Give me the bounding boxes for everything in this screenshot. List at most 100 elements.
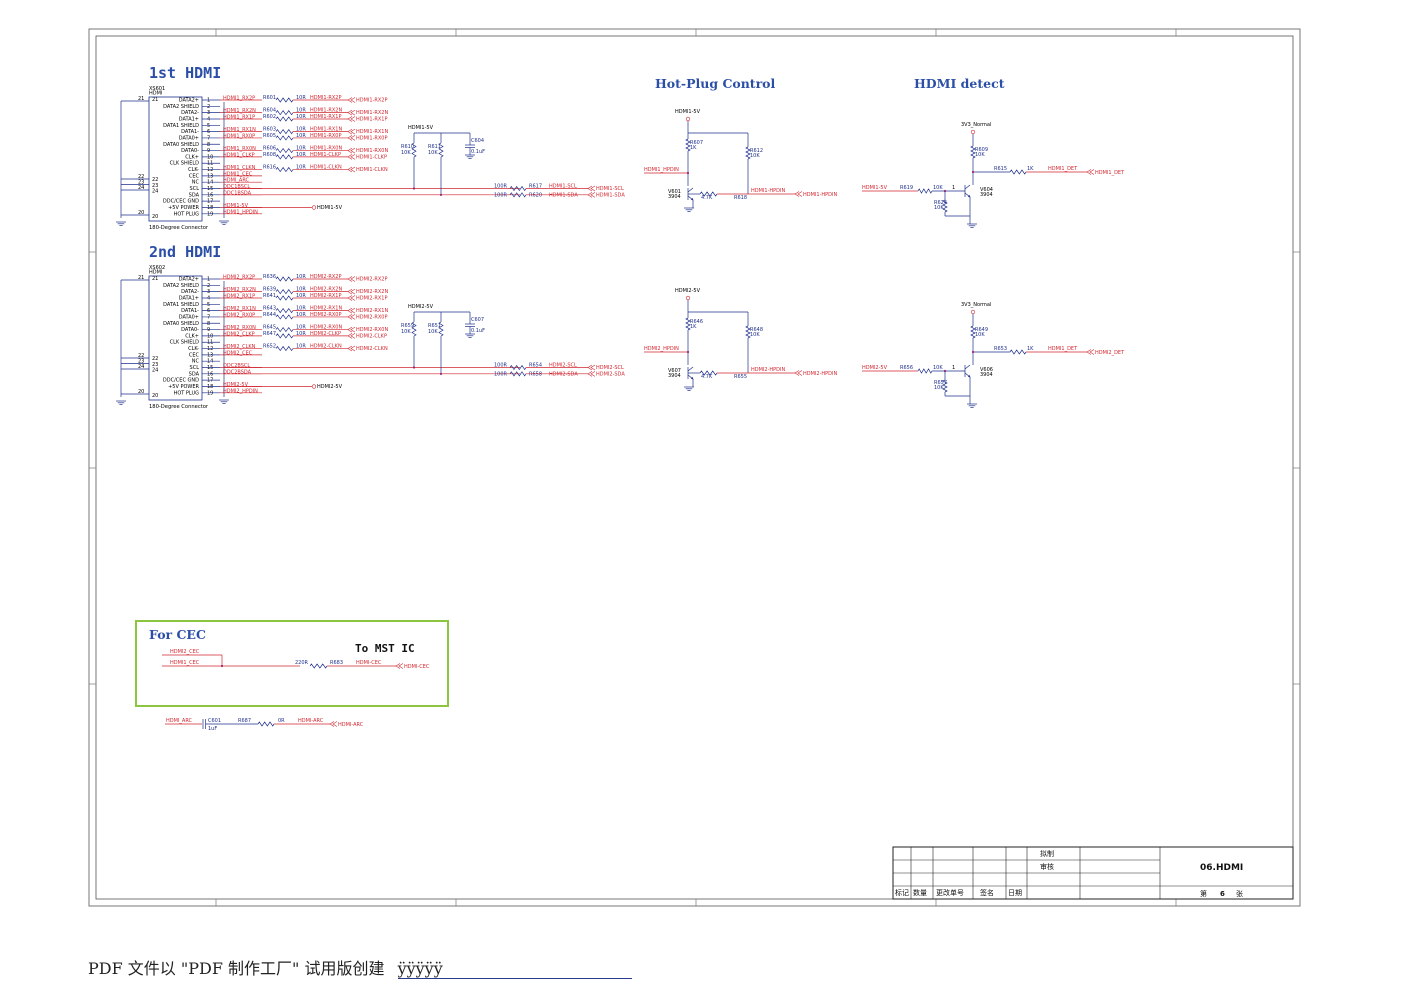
series-res-ref: R608 [263, 152, 276, 158]
series-resistor [275, 314, 294, 320]
pin-name: CLK+ [185, 333, 199, 339]
pin-20-outer: 20 [138, 389, 144, 395]
pin-net: HDMI1_RX1P [223, 114, 255, 120]
series-net-out: HDMI2-CLKP [356, 333, 387, 339]
pin-number: 9 [207, 327, 210, 333]
connector-caption: 180-Degree Connector [149, 225, 209, 231]
pin-name: +5V POWER [168, 205, 199, 211]
pwr-label: HDMI1-5V [317, 205, 343, 211]
hp-rail-label: HDMI2-5V [675, 288, 701, 294]
frame-ticks [89, 29, 1300, 906]
series-net-out: HDMI1-RX0P [356, 135, 387, 141]
pin-net: HDMI2_CLKP [223, 331, 255, 337]
tb-col-change: 更改单号 [936, 888, 964, 897]
pin-number: 12 [207, 346, 213, 352]
hp-in-dot [686, 350, 690, 354]
dt-rs-ref: R615 [994, 166, 1007, 172]
pin-num-inner: 21 [152, 276, 158, 282]
hp-pullup-val: 1K [690, 145, 697, 151]
pin-net: HDMI_ARC [223, 178, 250, 184]
hp-rb-ref: R612 [750, 148, 763, 154]
hp-rb [745, 325, 751, 339]
scl-net: HDMI2-SCL [549, 363, 577, 369]
hp-rb-val: 10K [750, 332, 760, 338]
pin-name: DATA0 SHIELD [163, 142, 199, 148]
sda-arrow [587, 371, 596, 377]
series-net-out: HDMI1-RX2P [356, 98, 387, 104]
pin-name: CEC [189, 173, 200, 179]
tb-col-qty: 数量 [913, 888, 927, 897]
series-res-ref: R643 [263, 306, 276, 312]
pin-net: HDMI2_CLKN [223, 344, 256, 350]
pin-name: HOT PLUG [174, 390, 200, 396]
hp-in-dot [686, 171, 690, 175]
hp-rail-port [685, 295, 691, 301]
dt-pu-val: 10K [975, 152, 985, 158]
pin-name: DATA1+ [179, 295, 199, 301]
series-offpage [347, 135, 356, 141]
sda-resistor [509, 371, 527, 377]
hp-rs-val: 4.7K [701, 195, 713, 201]
cec-res-ref: R683 [330, 660, 343, 666]
scl-res-ref: R617 [529, 184, 542, 190]
sda-out-label: HDMI1-SDA [596, 192, 625, 198]
series-net-out: HDMI2-RX0N [356, 327, 388, 333]
pin-name: DATA2 SHIELD [163, 104, 199, 110]
cec-resistor [309, 663, 328, 669]
hp-out-arrow [794, 370, 803, 376]
series-resistor [275, 333, 294, 339]
cec2-label: HDMI2_CEC [170, 649, 200, 655]
series-resistor [275, 97, 294, 103]
series-net-in: HDMI1-RX1P [310, 114, 341, 120]
series-res-ref: R616 [263, 165, 276, 171]
dt-pu-ref: R609 [975, 147, 988, 153]
pin-number: 15 [207, 186, 213, 192]
dt-rpd-ref: R657 [934, 380, 947, 386]
dt-rs-ref: R653 [994, 346, 1007, 352]
series-res-val: 10R [296, 114, 306, 120]
series-resistor [275, 110, 294, 116]
pin-num-inner: 23 [152, 362, 158, 368]
tb-draft: 拟制 [1040, 849, 1054, 858]
series-resistor [275, 116, 294, 122]
hp-rail-port [685, 116, 691, 122]
series-offpage [347, 326, 356, 333]
dt-pu-val: 10K [975, 332, 985, 338]
dt-rail-port [970, 309, 976, 315]
dt-in-label: HDMI1-5V [862, 185, 888, 191]
pin-number: 13 [207, 352, 213, 358]
hp-in-label: HDMI2_HPDIN [644, 346, 679, 352]
pin-num-inner: 24 [152, 189, 158, 195]
pin-net: HDMI2_RX0N [223, 325, 256, 331]
scl-out-label: HDMI1-SCL [596, 186, 624, 192]
series-net-out: HDMI1-CLKN [356, 167, 388, 173]
dt-rs-val: 1K [1027, 166, 1034, 172]
pin-name: DATA1+ [179, 116, 199, 122]
pin-net: HDMI1-5V [223, 203, 249, 209]
connector-caption: 180-Degree Connector [149, 404, 209, 410]
title-hot-plug: Hot-Plug Control [655, 76, 776, 91]
scl-res-val: 100R [494, 363, 508, 369]
series-resistor [275, 276, 294, 282]
pin-number: 19 [207, 390, 213, 396]
pu2-ref: R651 [428, 323, 441, 329]
series-resistor [275, 135, 294, 141]
connector-type: HDMI [149, 91, 162, 97]
pin-number: 6 [207, 308, 210, 314]
pin-net: HDMI2-5V [223, 382, 249, 388]
dt-dot [971, 170, 975, 174]
series-res-val: 10R [296, 274, 306, 280]
series-offpage [347, 288, 356, 295]
title-2nd-hdmi: 2nd HDMI [149, 243, 221, 261]
hp-transistor-collector [687, 366, 694, 372]
sda-res-val: 100R [494, 371, 508, 377]
arc-cap-ref: C601 [208, 718, 221, 724]
series-resistor [275, 295, 294, 301]
dt-q-ref: V604 [980, 187, 993, 193]
pin-number: 5 [207, 123, 210, 129]
dt-rs-val: 1K [1027, 346, 1034, 352]
